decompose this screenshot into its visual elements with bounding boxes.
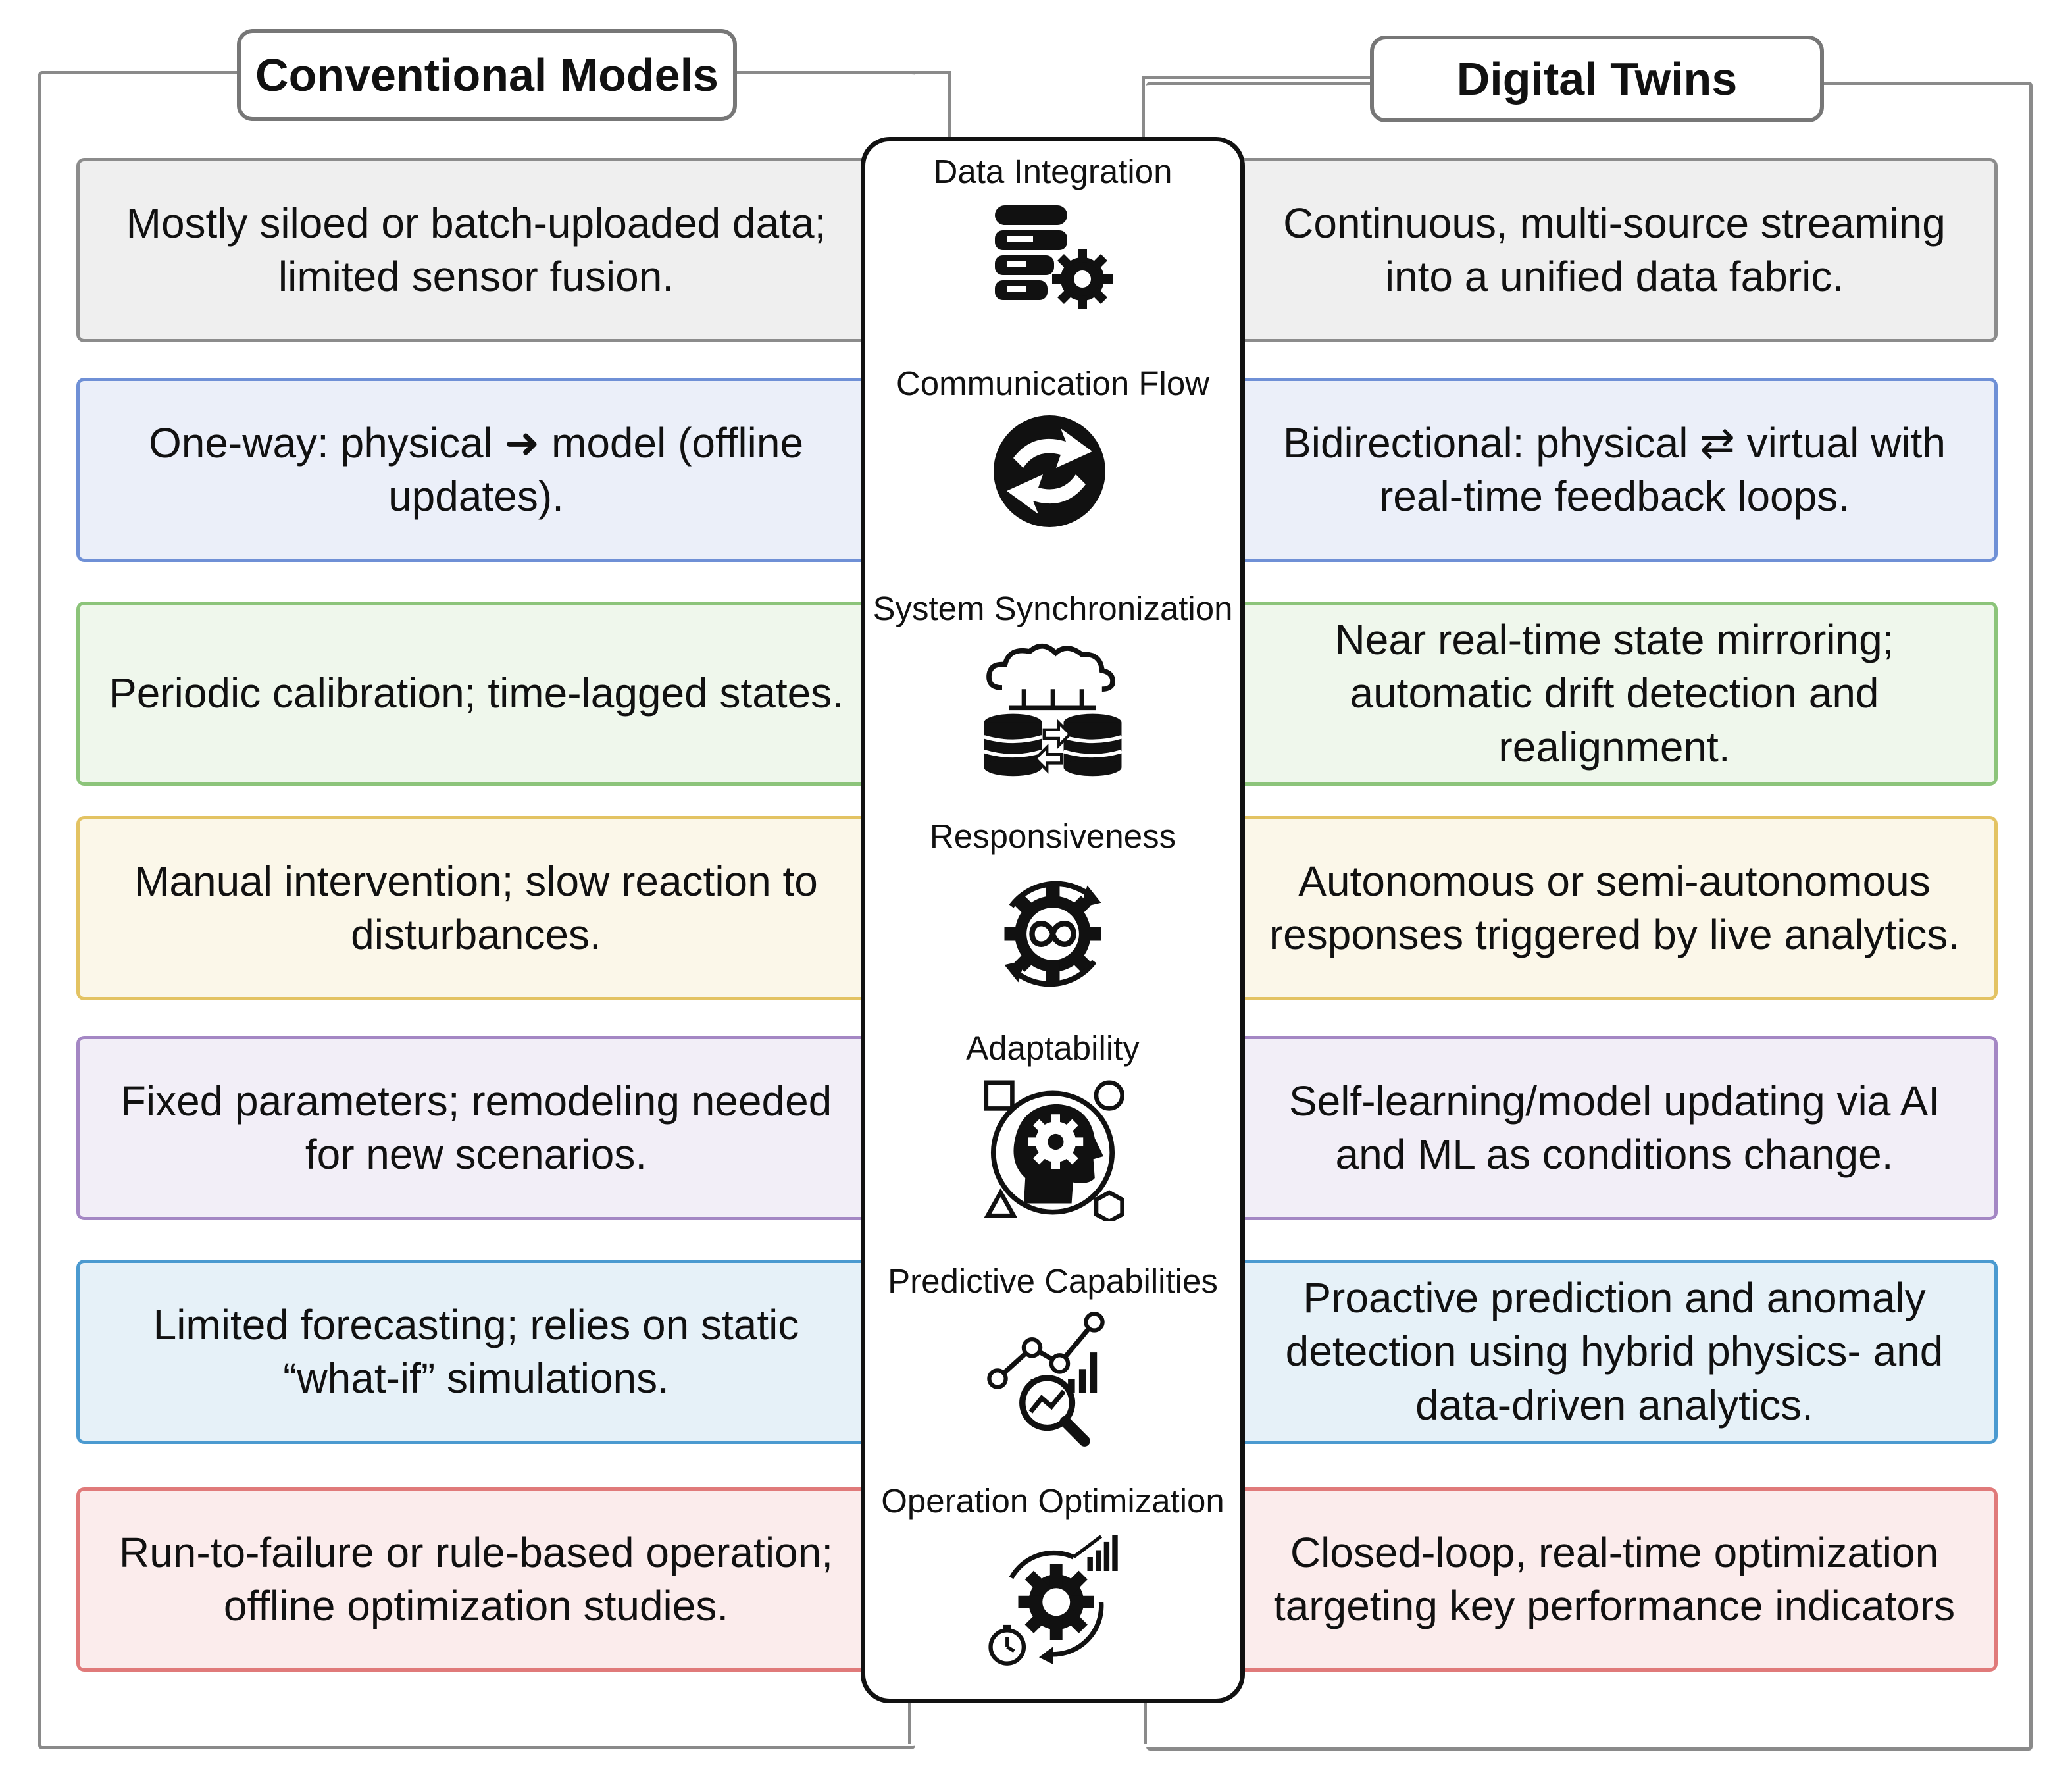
feature-item: System Synchronization xyxy=(865,592,1240,782)
feature-label: Responsiveness xyxy=(929,817,1176,855)
digital-twin-cell: Continuous, multi-source streaming into … xyxy=(1234,158,1998,342)
feature-label: Operation Optimization xyxy=(881,1482,1225,1520)
chart-magnifier-icon xyxy=(984,1310,1122,1448)
feature-label: Communication Flow xyxy=(896,365,1210,402)
frame-connector-left-bottom xyxy=(908,1703,911,1744)
gear-infinity-cycle-icon xyxy=(984,865,1122,1003)
cloud-database-sync-icon xyxy=(980,637,1125,782)
digital-twin-cell: Near real-time state mirroring; automati… xyxy=(1234,602,1998,786)
conventional-cell: Periodic calibration; time-lagged states… xyxy=(76,602,872,786)
feature-item: Data Integration xyxy=(865,155,1240,332)
conventional-cell: Limited forecasting; relies on static “w… xyxy=(76,1260,872,1444)
conventional-models-header: Conventional Models xyxy=(237,29,737,121)
conventional-cell: One-way: physical ➜ model (offline updat… xyxy=(76,378,872,562)
sync-arrows-icon xyxy=(994,415,1105,527)
database-gear-icon xyxy=(987,200,1119,332)
feature-item: Adaptability xyxy=(865,1031,1240,1221)
digital-twin-cell: Proactive prediction and anomaly detecti… xyxy=(1234,1260,1998,1444)
conventional-cell: Fixed parameters; remodeling needed for … xyxy=(76,1036,872,1220)
feature-label: Predictive Capabilities xyxy=(888,1262,1218,1300)
digital-twin-cell: Autonomous or semi-autonomous responses … xyxy=(1234,816,1998,1000)
frame-connector-right-top xyxy=(1142,76,1145,138)
frame-connector-right-bottom xyxy=(1144,1703,1147,1744)
feature-label: Adaptability xyxy=(966,1029,1140,1067)
head-gear-shapes-icon xyxy=(980,1077,1125,1221)
frame-connector-left-top xyxy=(948,71,951,137)
conventional-cell: Mostly siloed or batch-uploaded data; li… xyxy=(76,158,872,342)
digital-twin-cell: Bidirectional: physical ⇄ virtual with r… xyxy=(1234,378,1998,562)
digital-twin-cell: Closed-loop, real-time optimization targ… xyxy=(1234,1487,1998,1672)
feature-label: Data Integration xyxy=(933,153,1173,190)
gear-stopwatch-growth-icon xyxy=(984,1529,1122,1668)
conventional-cell: Run-to-failure or rule-based operation; … xyxy=(76,1487,872,1672)
feature-item: Predictive Capabilities xyxy=(865,1264,1240,1448)
frame-connector-right-top-line xyxy=(1142,76,1372,79)
frame-connector-left-top-line xyxy=(730,71,951,74)
feature-item: Communication Flow xyxy=(865,367,1240,544)
feature-label: System Synchronization xyxy=(872,590,1233,627)
conventional-cell: Manual intervention; slow reaction to di… xyxy=(76,816,872,1000)
digital-twins-header: Digital Twins xyxy=(1370,36,1824,122)
feature-item: Responsiveness xyxy=(865,819,1240,1003)
feature-item: Operation Optimization xyxy=(865,1484,1240,1668)
digital-twin-cell: Self-learning/model updating via AI and … xyxy=(1234,1036,1998,1220)
